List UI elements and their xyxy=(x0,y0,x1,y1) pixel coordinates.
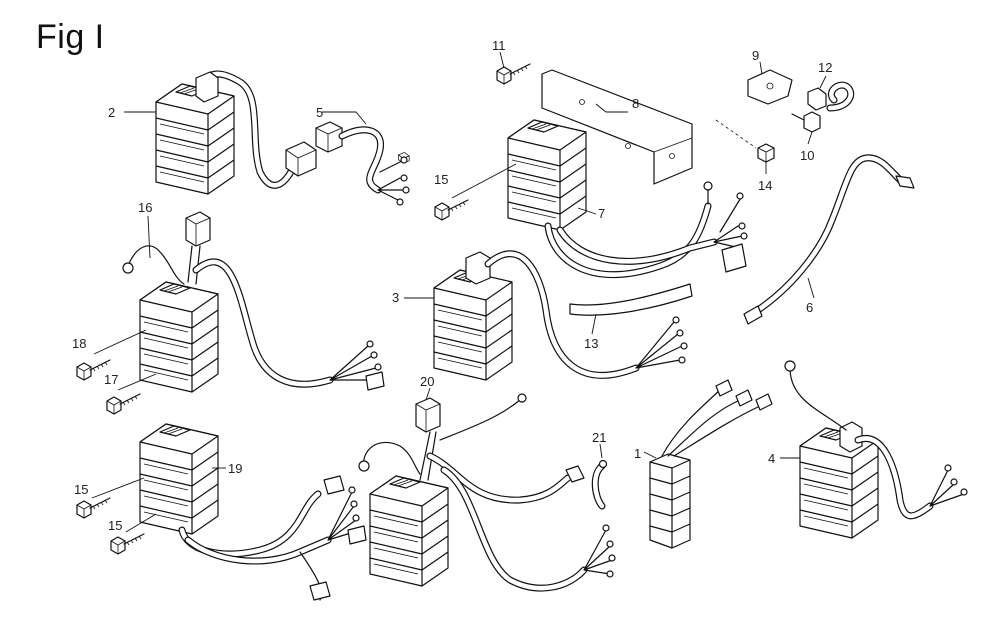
callout-7: 7 xyxy=(598,206,605,221)
part-2-regulator xyxy=(155,70,317,195)
callout-15-lower-b: 15 xyxy=(108,518,122,533)
callout-10: 10 xyxy=(800,148,814,163)
callout-15-lower-a: 15 xyxy=(74,482,88,497)
figure-title: Fig I xyxy=(36,18,105,56)
part-8-bracket xyxy=(541,69,693,185)
part-6-lead-wire xyxy=(743,154,915,325)
callout-20: 20 xyxy=(420,374,434,389)
part-10-bolt xyxy=(791,111,821,133)
callout-2: 2 xyxy=(108,105,115,120)
callout-3: 3 xyxy=(392,290,399,305)
callout-9: 9 xyxy=(752,48,759,63)
callout-19: 19 xyxy=(228,461,242,476)
callout-12: 12 xyxy=(818,60,832,75)
part-3-regulator xyxy=(433,250,688,381)
callout-21: 21 xyxy=(592,430,606,445)
part-5-harness xyxy=(315,121,410,206)
callout-16: 16 xyxy=(138,200,152,215)
callout-labels: 2 5 11 8 9 12 10 14 15 7 16 3 13 6 18 17… xyxy=(72,38,832,533)
part-15-bolt-lower-b xyxy=(110,533,145,555)
part-9-plate xyxy=(747,69,793,105)
part-4-regulator xyxy=(784,360,968,539)
callout-14: 14 xyxy=(758,178,772,193)
part-19-regulator xyxy=(139,423,367,601)
part-21-wire-clip xyxy=(591,459,608,510)
part-16-regulator-assembly xyxy=(122,211,385,393)
callout-13: 13 xyxy=(584,336,598,351)
part-17-bolt xyxy=(106,393,141,415)
part-15-bolt-lower-a xyxy=(76,497,111,519)
callout-17: 17 xyxy=(104,372,118,387)
callout-1: 1 xyxy=(634,446,641,461)
callout-8: 8 xyxy=(632,96,639,111)
part-7-regulator xyxy=(507,119,748,279)
part-15-bolt-top xyxy=(434,199,469,221)
part-14-dash-guide xyxy=(715,119,757,149)
part-13-tube xyxy=(569,283,693,316)
part-14-nut xyxy=(757,143,775,163)
callout-6: 6 xyxy=(806,300,813,315)
callout-15-top: 15 xyxy=(434,172,448,187)
part-1-regulator xyxy=(649,379,773,549)
callout-5: 5 xyxy=(316,105,323,120)
callout-11: 11 xyxy=(492,38,506,53)
leader-lines xyxy=(91,51,827,533)
callout-4: 4 xyxy=(768,451,775,466)
part-11-bolt xyxy=(496,63,531,85)
part-20-regulator xyxy=(358,393,616,592)
part-12-clamp xyxy=(807,81,855,112)
callout-18: 18 xyxy=(72,336,86,351)
